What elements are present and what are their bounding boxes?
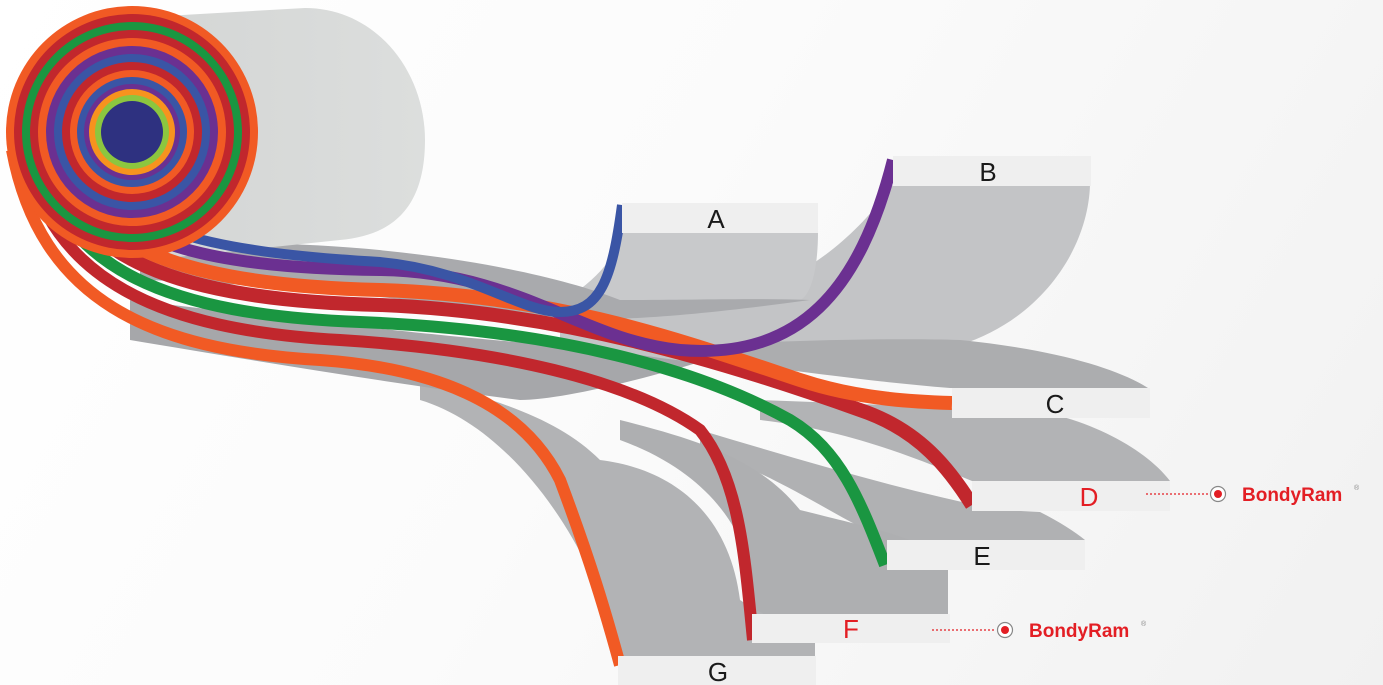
callout-d: BondyRam ® [1146,484,1360,506]
layer-label-f: F [843,614,859,644]
brand-reg-f: ® [1141,620,1147,628]
label-strip-b [893,156,1091,186]
ribbon-f [18,148,759,641]
layer-label-e: E [973,541,990,571]
ribbon-d [41,148,978,509]
sheet-g-body [420,380,815,656]
callout-f-dot-icon [1001,626,1009,634]
callout-f: BondyRam ® [932,620,1147,642]
brand-reg-d: ® [1354,484,1360,492]
brand-name-d: BondyRam [1242,485,1342,506]
layer-label-d: D [1080,482,1099,512]
callout-d-dot-icon [1214,490,1222,498]
layer-label-b: B [979,157,996,187]
label-strip-a [622,203,818,233]
label-strip-e [887,540,1085,570]
layer-label-g: G [708,657,728,685]
sheet-e-body [700,430,1085,540]
label-strip-c [952,388,1150,418]
label-strip-g [618,656,816,685]
layer-label-a: A [707,204,725,234]
label-strip-f [752,614,950,643]
sheet-c-body [700,339,1148,388]
sheet-d-body [760,400,1170,481]
label-strips [618,156,1170,685]
brand-name-f: BondyRam [1029,621,1129,642]
roll-end [6,6,258,258]
ribbon-g [6,148,626,667]
label-strip-d [972,481,1170,511]
sheet-f-body [620,420,948,614]
layer-label-c: C [1046,389,1065,419]
sheet-b-body [560,185,1090,363]
ribbon-e [30,148,891,568]
